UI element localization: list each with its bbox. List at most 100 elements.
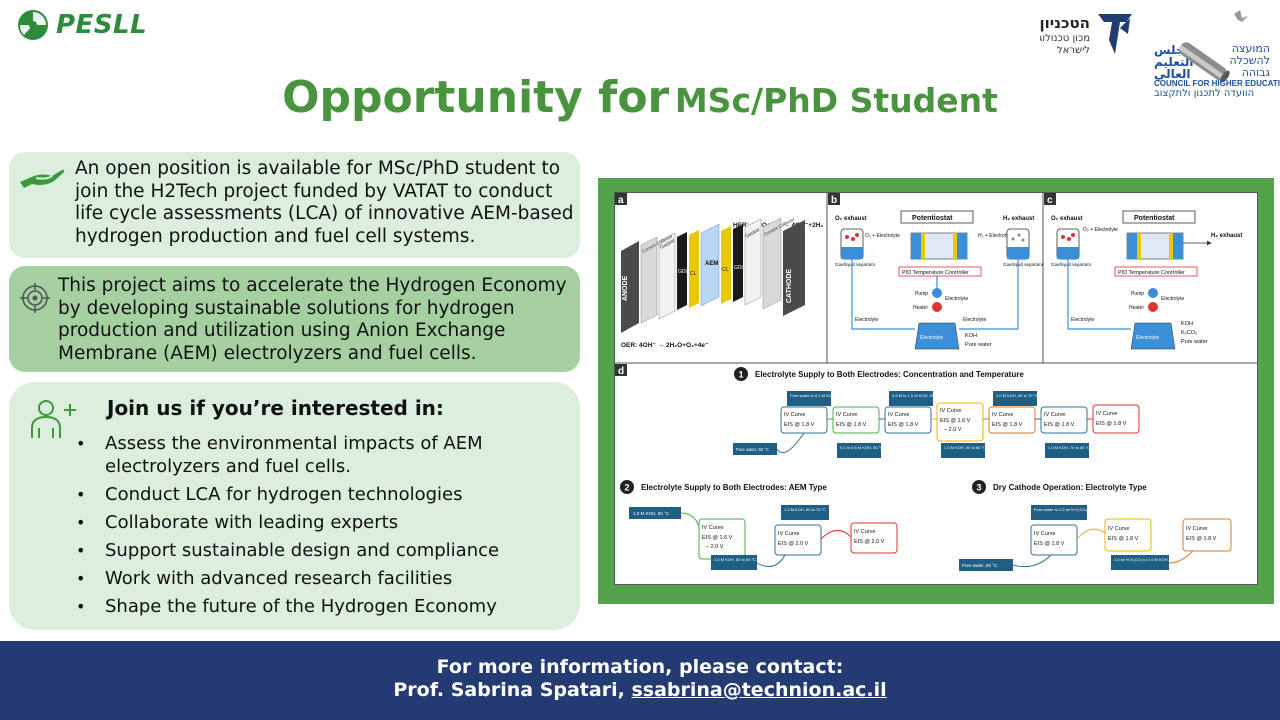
h2-electrolyte-b: H₂ + Electrolyte [978, 233, 1013, 239]
iv-1f: IV Curve [1044, 412, 1065, 418]
list-item: Assess the environmental impacts of AEM … [76, 433, 571, 478]
step1-title: Electrolyte Supply to Both Electrodes: C… [755, 370, 1024, 379]
iv-1g: IV Curve [1096, 411, 1117, 417]
iv-3a: IV Curve [1034, 531, 1055, 537]
iv-3c: IV Curve [1186, 526, 1207, 532]
s2-label-0: 1.0 M KOH, 50 °C [633, 511, 670, 516]
s2-label-1: 1.0 M KOH, 60 to 70 °C [784, 507, 826, 512]
pure-water-c: Pure water [1181, 339, 1208, 345]
svg-text:2: 2 [625, 483, 630, 493]
cathode-label: CATHODE [786, 269, 793, 303]
electrolyte-c2: Electrolyte [1071, 317, 1095, 323]
heater-c: Heater [1129, 305, 1144, 311]
s1-top-1: 0.5 M to 1.0 M KOH, 50 °C [892, 393, 940, 398]
iv-1c: IV Curve [888, 412, 909, 418]
position-panel [9, 152, 580, 258]
join-heading: Join us if you’re interested in: [107, 396, 444, 420]
koh-c: KOH [1181, 321, 1193, 327]
eis-2c: EIS @ 2.0 V [854, 539, 885, 545]
contact-name: Prof. Sabrina Spatari, [393, 679, 625, 701]
che-logo: مجلس التعليم العالي המועצה להשכלה גבוהה [1154, 10, 1270, 83]
s1-bottom-0: Pure water, 50 °C [736, 447, 769, 452]
che-english-name: COUNCIL FOR HIGHER EDUCATION [1154, 79, 1280, 88]
panel-a-label: a [618, 195, 624, 206]
brand-name: PESLL [56, 10, 148, 40]
eis-1a: EIS @ 1.8 V [784, 422, 815, 428]
eis-1c: EIS @ 1.8 V [888, 422, 919, 428]
iv-1d: IV Curve [940, 408, 961, 414]
contact-email-link[interactable]: ssabrina@technion.ac.il [631, 679, 887, 701]
panel-b-schematic: O₂ exhaust H₂ exhaust Potentiostat O₂ + … [835, 210, 1044, 350]
electrolyte-b3: Electrolyte [963, 317, 987, 323]
cl-label-right: CL [722, 267, 729, 273]
eis-1d: EIS @ 1.6 V [940, 418, 971, 424]
svg-text:3: 3 [977, 483, 982, 493]
list-item: Shape the future of the Hydrogen Economy [76, 596, 571, 619]
panel-b-label: b [831, 195, 837, 206]
eis-1b: EIS @ 1.8 V [836, 422, 867, 428]
potentiostat-b: Potentiostat [912, 215, 953, 222]
pump-b: Pump [915, 291, 928, 297]
panel-c-label: c [1047, 195, 1053, 206]
cell-stack: ANODE CATHODE AEM GDL CL CL GDL Gasket G… [621, 216, 805, 333]
eis-2b: EIS @ 2.0 V [778, 541, 809, 547]
list-item: Support sustainable design and complianc… [76, 540, 571, 563]
eis-1e: EIS @ 1.8 V [992, 422, 1023, 428]
panel-c-schematic: O₂ exhaust H₂ exhaust Potentiostat O₂ + … [1051, 210, 1242, 350]
list-item: Conduct LCA for hydrogen technologies [76, 484, 571, 507]
pid-c: PID Temperature Controller [1118, 270, 1185, 276]
footer-contact-heading: For more information, please contact: [436, 656, 844, 678]
pesll-logo: PESLL [16, 8, 147, 42]
svg-text:العالي: العالي [1154, 67, 1191, 81]
s1-bottom-1: 0.1 to 0.5 M KOH, 50 °C [840, 445, 883, 450]
technion-logo: הטכניון מכון טכנולוגי לישראל [1040, 14, 1132, 56]
iv-2c: IV Curve [854, 529, 875, 535]
hand-icon [20, 169, 65, 188]
che-heb-1: המועצה [1232, 42, 1270, 55]
cl-label-left: CL [690, 271, 697, 277]
target-icon [20, 283, 50, 313]
gdl-label-right: GDL [734, 265, 745, 271]
step2-title: Electrolyte Supply to Both Electrodes: A… [641, 483, 827, 492]
eis-2a-to: – 2.0 V [706, 544, 724, 550]
eis-2a: EIS @ 1.6 V [702, 535, 733, 541]
iv-1a: IV Curve [784, 412, 805, 418]
s1-bottom-2: 1.0 M KOH, 50 to 60 °C [944, 445, 986, 450]
h2-exhaust-c: H₂ exhaust [1211, 233, 1242, 239]
s1-bottom-3: 1.0 M KOH, 70 to 80 °C [1048, 445, 1090, 450]
list-item: Collaborate with leading experts [76, 512, 571, 535]
pump-c: Pump [1131, 291, 1144, 297]
project-text: This project aims to accelerate the Hydr… [58, 275, 567, 364]
o2-electrolyte-c: O₂ + Electrolyte [1083, 227, 1118, 233]
project-panel [9, 266, 580, 372]
eis-3b: EIS @ 1.8 V [1108, 536, 1139, 542]
che-hebrew-bottom: הוועדה לתכנון ולתקצוב [1154, 88, 1255, 99]
technion-heb-3: לישראל [1057, 45, 1090, 56]
eis-3c: EIS @ 1.8 V [1186, 536, 1217, 542]
list-item: Work with advanced research facilities [76, 568, 571, 591]
technion-heb-1: הטכניון [1040, 14, 1090, 32]
footer-contact-line: Prof. Sabrina Spatari, ssabrina@technion… [0, 679, 1280, 701]
panel-d-steps: 1 Electrolyte Supply to Both Electrodes:… [620, 367, 1232, 571]
iv-1e: IV Curve [992, 412, 1013, 418]
contact-footer: For more information, please contact: Pr… [0, 641, 1280, 720]
svg-text:1: 1 [739, 370, 744, 380]
aem-figure: a b c d HER: 4H₂O+4e⁻ → 4OH⁻+2H₂ OER: 4O… [614, 192, 1258, 585]
k2co3-c: K₂CO₃ [1181, 330, 1197, 336]
step3-title: Dry Cathode Operation: Electrolyte Type [993, 483, 1147, 492]
electrolyte-tank-c: Electrolyte [1136, 335, 1160, 341]
electrolyte-b: Electrolyte [945, 296, 969, 302]
svg-text:التعليم: التعليم [1154, 55, 1194, 69]
o2-exhaust-b: O₂ exhaust [835, 216, 867, 222]
eis-1d-to: – 2.0 V [944, 427, 962, 433]
o2-electrolyte-b: O₂ + Electrolyte [865, 233, 900, 239]
title-main: Opportunity for [282, 72, 670, 123]
s3-label-0: Pure water to 1.0 wt.% K₂CO₃, 80 °C [1034, 507, 1100, 512]
h2-exhaust-b: H₂ exhaust [1003, 216, 1034, 222]
separator-b-right: Gas/liquid separator [1003, 262, 1044, 267]
s1-top-0: Pure water to 0.1 M KOH, 50 °C [790, 393, 847, 398]
iv-2b: IV Curve [778, 531, 799, 537]
potentiostat-c: Potentiostat [1134, 215, 1175, 222]
eis-1f: EIS @ 1.8 V [1044, 422, 1075, 428]
electrolyte-tank-b: Electrolyte [920, 335, 944, 341]
